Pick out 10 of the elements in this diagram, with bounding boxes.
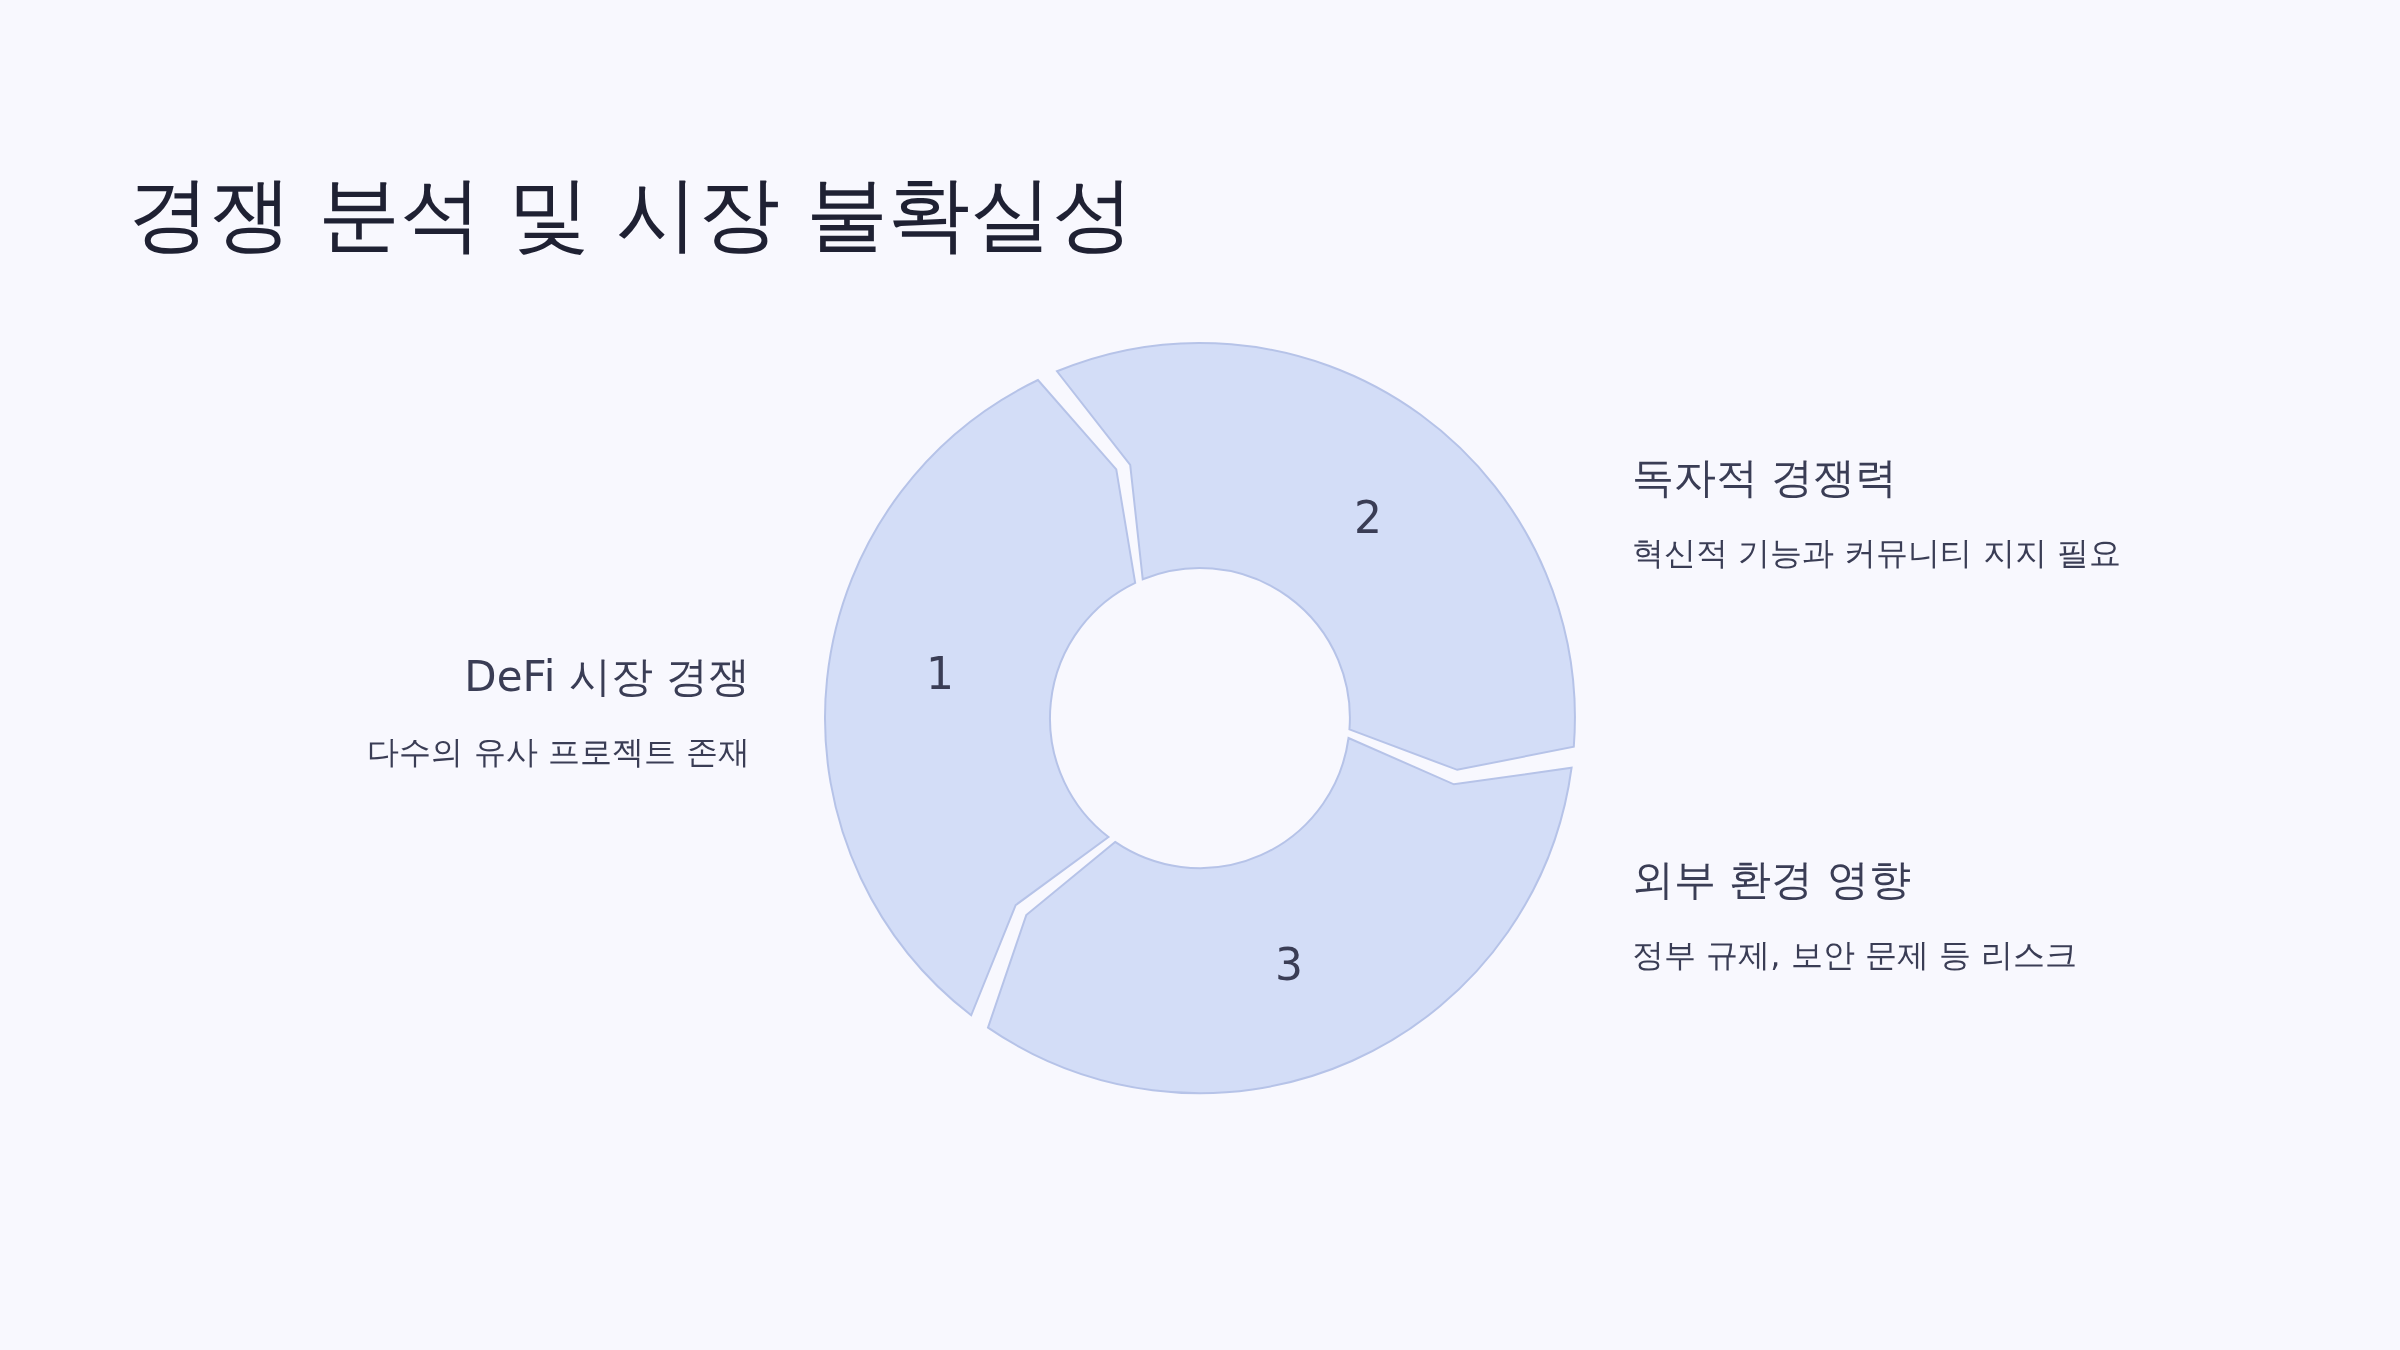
step-title: 독자적 경쟁력 xyxy=(1632,452,1898,504)
step-number: 1 xyxy=(926,647,954,699)
step-number: 3 xyxy=(1275,938,1303,990)
step-description: 다수의 유사 프로젝트 존재 xyxy=(367,732,750,773)
step-number: 2 xyxy=(1354,491,1382,543)
title: 경쟁 분석 및 시장 불확실성 xyxy=(128,165,1135,263)
step-description: 정부 규제, 보안 문제 등 리스크 xyxy=(1632,935,2078,976)
step-title: DeFi 시장 경쟁 xyxy=(464,651,750,703)
step-description: 혁신적 기능과 커뮤니티 지지 필요 xyxy=(1632,533,2121,574)
step-title: 외부 환경 영향 xyxy=(1632,854,1911,906)
